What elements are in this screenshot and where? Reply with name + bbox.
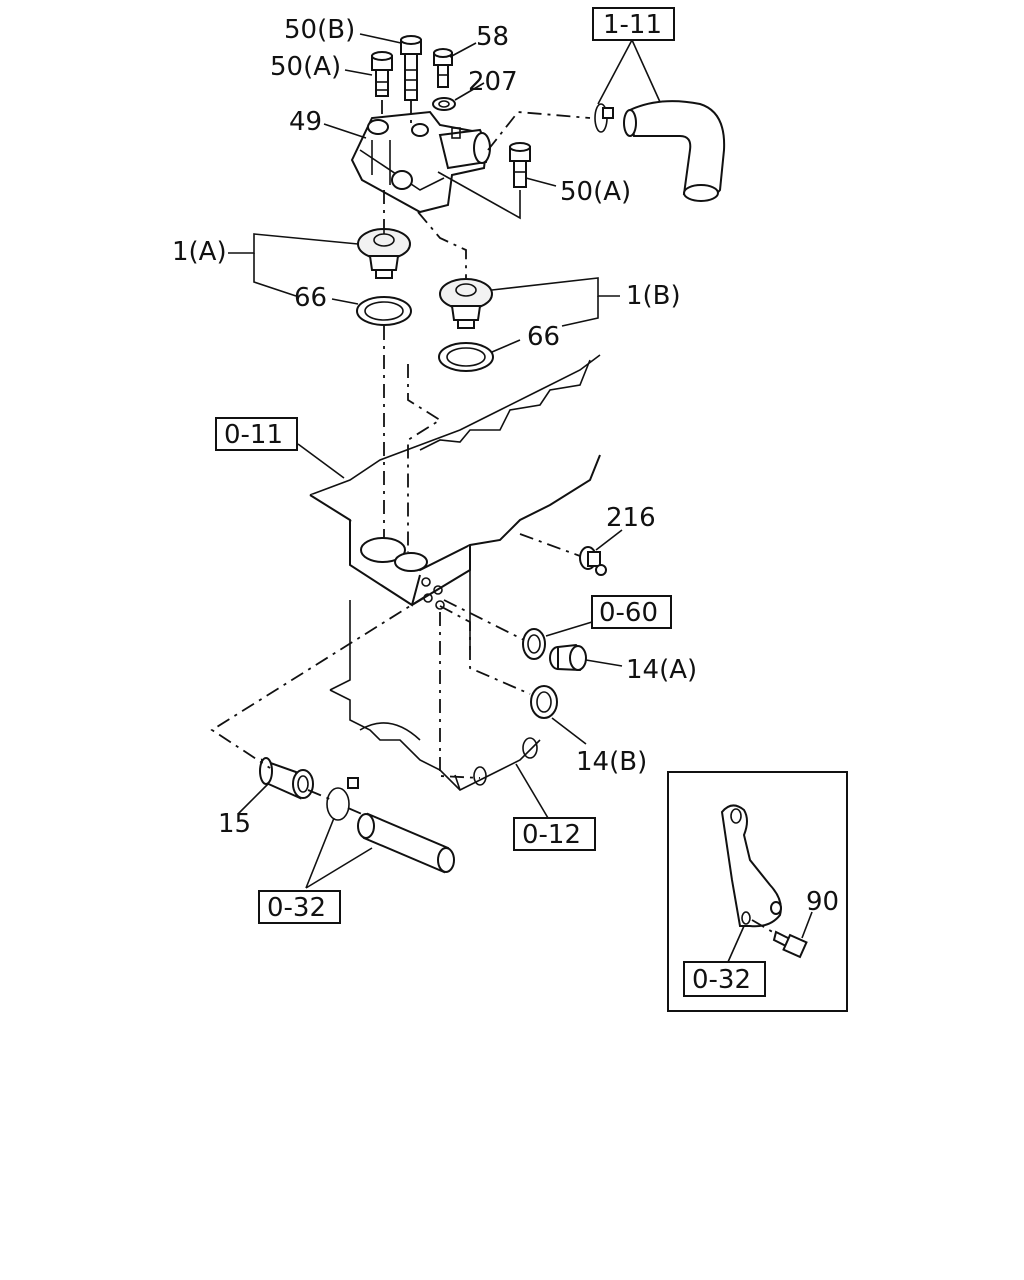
bracket[interactable] <box>720 804 782 928</box>
inset-panel <box>667 771 848 1012</box>
label-15: 15 <box>218 809 251 839</box>
washer-0-60[interactable] <box>522 628 546 660</box>
thermostat-1b[interactable] <box>439 278 493 329</box>
leader-lines <box>228 33 813 963</box>
hose-clamp-top[interactable] <box>594 103 614 133</box>
ref-box-0-32-main[interactable]: 0-32 <box>258 890 341 924</box>
upper-hose[interactable] <box>623 100 726 202</box>
gasket-66-left[interactable] <box>356 296 412 326</box>
ref-0-32-main-label: 0-32 <box>267 893 326 923</box>
label-66-right: 66 <box>527 322 560 352</box>
plug-14b[interactable] <box>530 685 558 719</box>
bolt-50a-top[interactable] <box>371 51 393 97</box>
pipe-15[interactable] <box>259 757 314 800</box>
hose-clamp-lower[interactable] <box>326 777 359 821</box>
label-58: 58 <box>476 22 509 52</box>
ref-0-12-label: 0-12 <box>522 820 581 850</box>
plug-14a[interactable] <box>549 643 587 672</box>
ref-0-32-inset-label: 0-32 <box>692 965 751 995</box>
label-207: 207 <box>468 67 518 97</box>
lower-hose[interactable] <box>357 812 455 874</box>
bolt-90[interactable] <box>772 930 808 959</box>
gasket-66-right[interactable] <box>438 342 494 372</box>
label-50a-top: 50(A) <box>270 52 341 82</box>
washer-207[interactable] <box>432 97 456 111</box>
label-14b: 14(B) <box>576 747 647 777</box>
label-50b: 50(B) <box>284 15 355 45</box>
label-66-left: 66 <box>294 283 327 313</box>
bolt-58[interactable] <box>433 48 453 88</box>
label-1a: 1(A) <box>172 237 227 267</box>
bolt-50a-right[interactable] <box>509 142 531 188</box>
thermostat-housing[interactable] <box>350 110 491 214</box>
part-labels: 50(B) 50(A) 58 207 49 50(A) 1(A) 66 1(B)… <box>172 15 839 917</box>
ref-box-1-11[interactable]: 1-11 <box>592 7 675 41</box>
ref-0-60-label: 0-60 <box>599 598 658 628</box>
label-49: 49 <box>289 107 322 137</box>
thermostat-1a[interactable] <box>357 228 411 279</box>
bolt-50b[interactable] <box>400 35 422 101</box>
plug-216[interactable] <box>579 546 607 576</box>
ref-0-11-label: 0-11 <box>224 420 283 450</box>
label-1b: 1(B) <box>626 281 681 311</box>
ref-box-0-60[interactable]: 0-60 <box>591 595 672 629</box>
label-90: 90 <box>806 887 839 917</box>
ref-box-0-12[interactable]: 0-12 <box>513 817 596 851</box>
label-14a: 14(A) <box>626 655 697 685</box>
assembly-lines <box>210 100 777 935</box>
engine-block <box>309 354 601 791</box>
ref-box-0-32-inset[interactable]: 0-32 <box>683 961 766 997</box>
ref-1-11-label: 1-11 <box>603 10 662 40</box>
label-50a-right: 50(A) <box>560 177 631 207</box>
label-216: 216 <box>606 503 656 533</box>
ref-box-0-11[interactable]: 0-11 <box>215 417 298 451</box>
